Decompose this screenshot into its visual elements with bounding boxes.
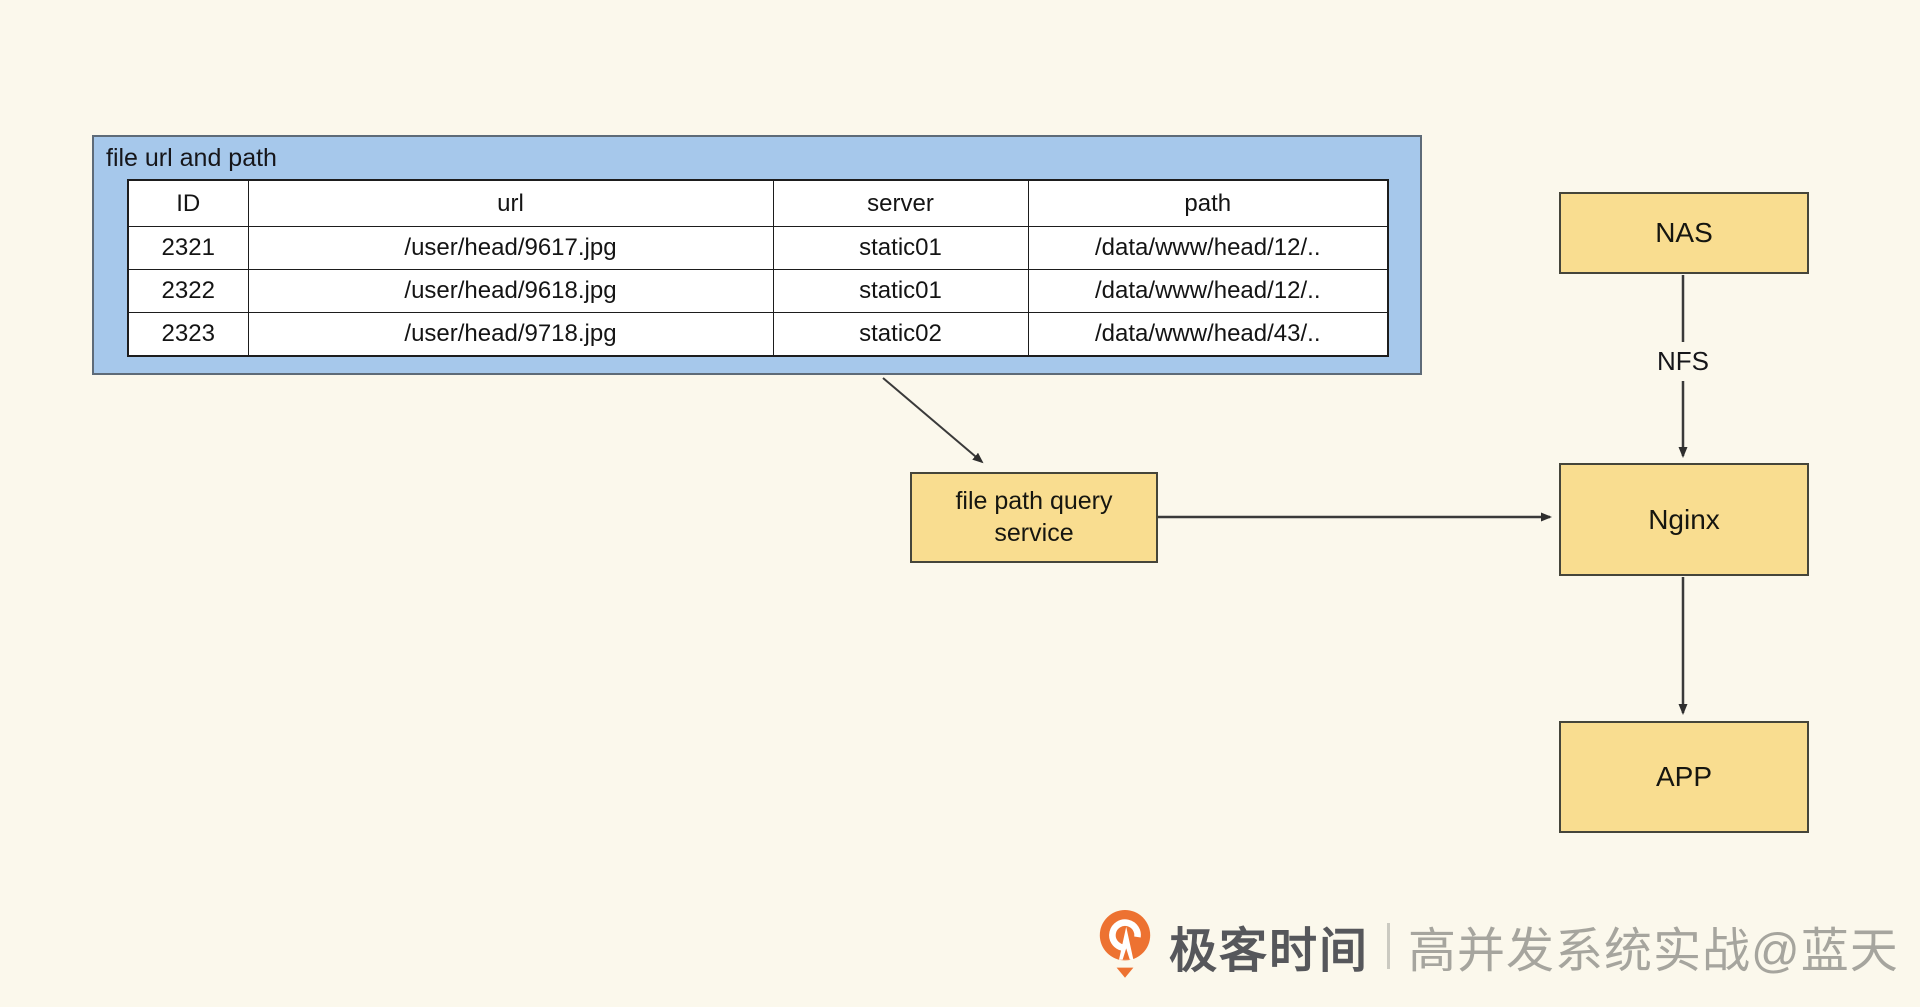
cell-url: /user/head/9618.jpg: [247, 269, 774, 313]
table-header-row: ID url server path: [127, 179, 1389, 227]
file-table-panel: file url and path ID url server path 232…: [92, 135, 1422, 375]
cell-url: /user/head/9718.jpg: [247, 312, 774, 357]
col-header-url: url: [247, 179, 774, 227]
cell-server: static01: [772, 226, 1029, 270]
cell-path: /data/www/head/12/..: [1027, 269, 1389, 313]
node-file-path-query-service: file path query service: [910, 472, 1158, 563]
service-label-line2: service: [994, 518, 1074, 547]
cell-url: /user/head/9617.jpg: [247, 226, 774, 270]
col-header-id: ID: [127, 179, 249, 227]
node-nas: NAS: [1559, 192, 1809, 274]
cell-id: 2323: [127, 312, 249, 357]
cell-path: /data/www/head/43/..: [1027, 312, 1389, 357]
watermark-caption: 高并发系统实战@蓝天: [1408, 925, 1899, 978]
watermark-brand: 极客时间: [1169, 925, 1370, 978]
cell-id: 2321: [127, 226, 249, 270]
cell-server: static02: [772, 312, 1029, 357]
geektime-logo-icon: [1099, 910, 1151, 978]
col-header-path: path: [1027, 179, 1389, 227]
col-header-server: server: [772, 179, 1029, 227]
service-label-line1: file path query: [955, 487, 1113, 516]
table-row: 2321 /user/head/9617.jpg static01 /data/…: [127, 226, 1389, 270]
panel-title: file url and path: [106, 144, 277, 172]
cell-path: /data/www/head/12/..: [1027, 226, 1389, 270]
file-table: ID url server path 2321 /user/head/9617.…: [127, 179, 1389, 357]
nfs-edge-label: NFS: [1651, 342, 1715, 381]
watermark: 极客时间 高并发系统实战@蓝天: [1095, 900, 1899, 992]
node-nginx: Nginx: [1559, 463, 1809, 576]
watermark-separator: [1387, 923, 1391, 969]
cell-server: static01: [772, 269, 1029, 313]
cell-id: 2322: [127, 269, 249, 313]
node-app: APP: [1559, 721, 1809, 833]
table-row: 2322 /user/head/9618.jpg static01 /data/…: [127, 269, 1389, 313]
table-row: 2323 /user/head/9718.jpg static02 /data/…: [127, 312, 1389, 357]
